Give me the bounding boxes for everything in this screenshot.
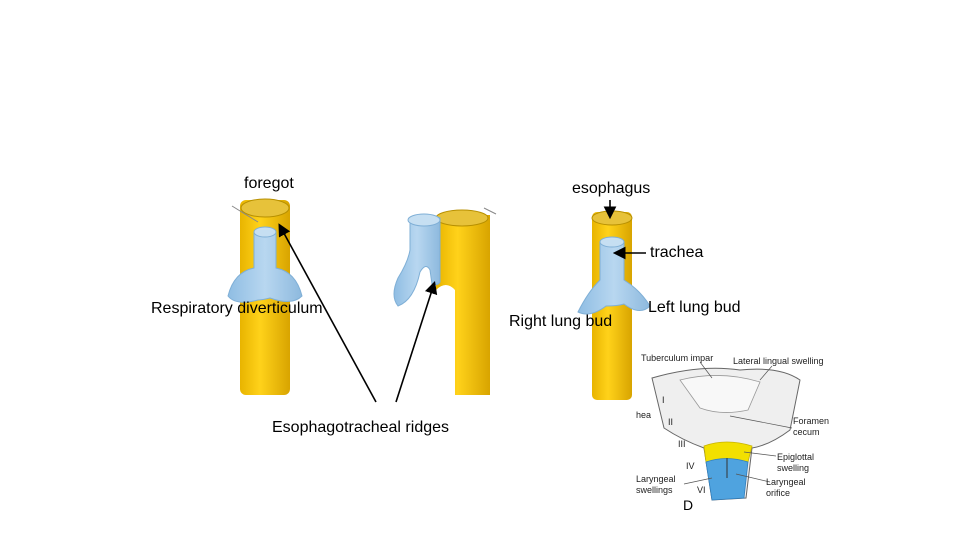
inset-label-arch-VI: VI xyxy=(697,485,706,495)
lung-bud-shape-2 xyxy=(393,215,441,307)
figure-lung-buds xyxy=(577,210,651,400)
inset-label-lateral-lingual-swelling: Lateral lingual swelling xyxy=(733,356,824,366)
label-foregut: foregot xyxy=(244,175,294,192)
inset-label-hea: hea xyxy=(636,410,652,420)
trachea-lung-buds-shape xyxy=(577,241,651,315)
leader-lines xyxy=(278,200,646,403)
inset-label-laryngeal-swellings: Laryngeal swellings xyxy=(636,474,676,495)
inset-panel-letter: D xyxy=(683,497,694,513)
arrow-ridge-1 xyxy=(278,223,377,403)
label-right-lung-bud: Right lung bud xyxy=(509,313,613,330)
inset-label-foramen-cecum: Foramen cecum xyxy=(793,416,830,437)
label-esophagus: esophagus xyxy=(572,180,651,197)
label-trachea: trachea xyxy=(650,244,704,261)
inset-label-epiglottal-swelling: Epiglottal swelling xyxy=(777,452,815,473)
arrow-ridge-2 xyxy=(395,280,438,403)
label-left-lung-bud: Left lung bud xyxy=(648,299,741,316)
inset-label-arch-IV: IV xyxy=(686,461,695,471)
inset-label-tuberculum-impar: Tuberculum impar xyxy=(641,353,714,363)
inset-pharyngeal-floor xyxy=(651,361,801,501)
label-respiratory-diverticulum: Respiratory diverticulum xyxy=(151,300,323,317)
figure-foregut xyxy=(227,198,303,395)
inset-label-arch-III: III xyxy=(678,439,686,449)
laryngeal-swelling-shape xyxy=(705,458,749,501)
esophagus-tube-2 xyxy=(436,215,490,395)
figure-separation xyxy=(393,207,497,395)
inset-label-arch-II: II xyxy=(668,417,674,427)
respiratory-diverticulum-shape xyxy=(227,231,303,303)
label-esophagotracheal-ridges: Esophagotracheal ridges xyxy=(272,419,450,436)
inset-label-laryngeal-orifice: Laryngeal orifice xyxy=(766,477,806,498)
inset-label-arch-I: I xyxy=(662,395,665,405)
